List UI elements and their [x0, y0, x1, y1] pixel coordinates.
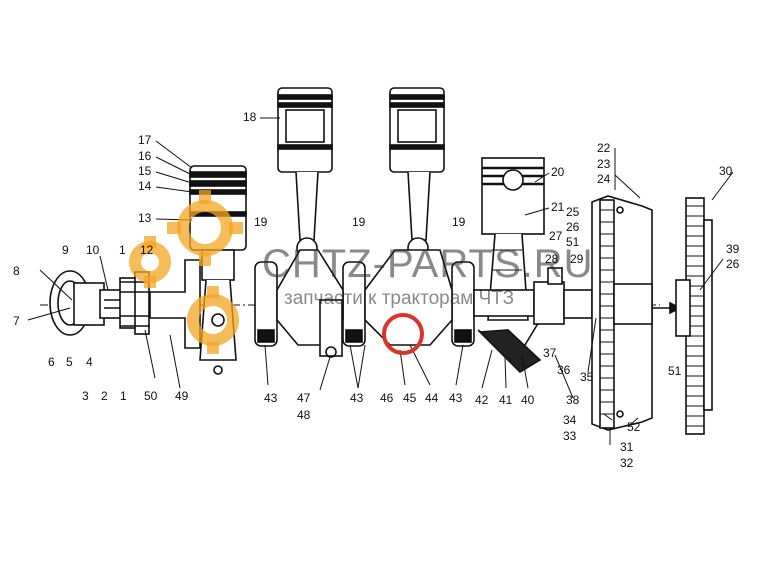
callout-16: 16: [138, 149, 152, 163]
callout-26b: 26: [726, 257, 740, 271]
piston-3: [389, 87, 445, 259]
callout-19a: 19: [254, 215, 268, 229]
callout-39: 39: [726, 242, 740, 256]
piston-2: [277, 87, 333, 259]
watermark-title: CHTZ-PARTS.RU: [262, 242, 594, 286]
flywheel: [591, 195, 653, 431]
watermark-subtitle: запчасти к тракторам ЧТЗ: [284, 288, 515, 309]
callout-15: 15: [138, 164, 152, 178]
callout-2: 2: [101, 389, 108, 403]
callout-1: 1: [120, 389, 127, 403]
callout-51: 51: [566, 235, 580, 249]
main-bearing-2: [342, 261, 366, 347]
callout-25: 25: [566, 205, 580, 219]
callout-14: 14: [138, 179, 152, 193]
callout-32: 32: [620, 456, 634, 470]
callout-43a: 43: [264, 391, 278, 405]
callout-5: 5: [66, 355, 73, 369]
piston-4-section: [477, 157, 545, 374]
front-gear: [119, 271, 150, 335]
callout-22: 22: [597, 141, 611, 155]
callout-8: 8: [13, 264, 20, 278]
callout-24: 24: [597, 172, 611, 186]
callout-38: 38: [566, 393, 580, 407]
callout-40: 40: [521, 393, 535, 407]
ring-gear: [675, 197, 713, 435]
callout-30: 30: [719, 164, 733, 178]
callout-7: 7: [13, 314, 20, 328]
callout-34: 34: [563, 413, 577, 427]
callout-28: 28: [545, 252, 559, 266]
callout-51b: 51: [668, 364, 682, 378]
callout-33: 33: [563, 429, 577, 443]
callout-21: 21: [551, 200, 565, 214]
callout-52: 52: [627, 420, 641, 434]
callout-46: 46: [380, 391, 394, 405]
callout-19b: 19: [352, 215, 366, 229]
highlighted-part-circle: [382, 313, 424, 355]
callout-45: 45: [403, 391, 417, 405]
callout-18: 18: [243, 110, 257, 124]
callout-6: 6: [48, 355, 55, 369]
callout-43b: 43: [350, 391, 364, 405]
callout-31: 31: [620, 440, 634, 454]
callout-41: 41: [499, 393, 513, 407]
callout-10: 10: [86, 243, 100, 257]
callout-37: 37: [543, 346, 557, 360]
callout-1-top: 1: [119, 243, 126, 257]
callout-12: 12: [140, 243, 154, 257]
callout-29: 29: [570, 252, 584, 266]
callout-3: 3: [82, 389, 89, 403]
main-bearing-3: [451, 261, 475, 347]
callout-9: 9: [62, 243, 69, 257]
callout-50: 50: [144, 389, 158, 403]
callout-49: 49: [175, 389, 189, 403]
callout-20: 20: [551, 165, 565, 179]
callout-26: 26: [566, 220, 580, 234]
callout-23: 23: [597, 157, 611, 171]
callout-48: 48: [297, 408, 311, 422]
front-pulley: [49, 270, 131, 336]
callout-4: 4: [86, 355, 93, 369]
callout-13: 13: [138, 211, 152, 225]
callout-47: 47: [297, 391, 311, 405]
callout-36: 36: [557, 363, 571, 377]
callout-42: 42: [475, 393, 489, 407]
callout-35: 35: [580, 370, 594, 384]
callout-44: 44: [425, 391, 439, 405]
callout-43c: 43: [449, 391, 463, 405]
callout-27: 27: [549, 229, 563, 243]
callout-19c: 19: [452, 215, 466, 229]
callout-17: 17: [138, 133, 152, 147]
